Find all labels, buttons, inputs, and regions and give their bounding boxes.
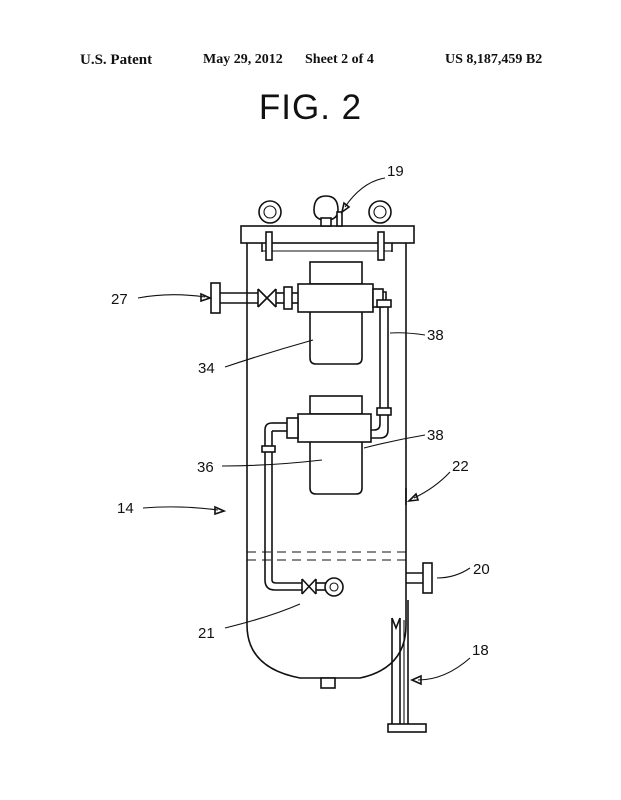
ref-label-14: 14 — [117, 500, 134, 517]
vessel-body — [246, 243, 407, 689]
ref-label-22: 22 — [452, 458, 469, 475]
outlet-nozzle-20 — [406, 562, 433, 594]
ref-label-27: 27 — [111, 291, 128, 308]
filter-housing-34 — [210, 261, 387, 365]
filter-housing-36 — [261, 395, 372, 597]
figure-title: FIG. 2 — [258, 88, 363, 127]
patent-number: US 8,187,459 B2 — [445, 52, 543, 67]
ref-label-36: 36 — [197, 459, 214, 476]
ref-label-38-lower: 38 — [427, 427, 444, 444]
page-header: U.S. Patent May 29, 2012 Sheet 2 of 4 US… — [0, 52, 621, 74]
liquid-level-lines — [247, 551, 406, 561]
top-lid — [240, 195, 415, 261]
ref-label-38-upper: 38 — [427, 327, 444, 344]
ref-label-19: 19 — [387, 163, 404, 180]
connecting-pipe — [371, 299, 392, 439]
ref-label-18: 18 — [472, 642, 489, 659]
ref-label-21: 21 — [198, 625, 215, 642]
publication-date: May 29, 2012 — [203, 52, 283, 67]
ref-label-34: 34 — [198, 360, 215, 377]
sheet-number: Sheet 2 of 4 — [305, 52, 374, 67]
patent-label: U.S. Patent — [80, 52, 153, 68]
drain-leg-18 — [387, 600, 427, 733]
leader-lines — [137, 177, 471, 686]
ref-label-20: 20 — [473, 561, 490, 578]
